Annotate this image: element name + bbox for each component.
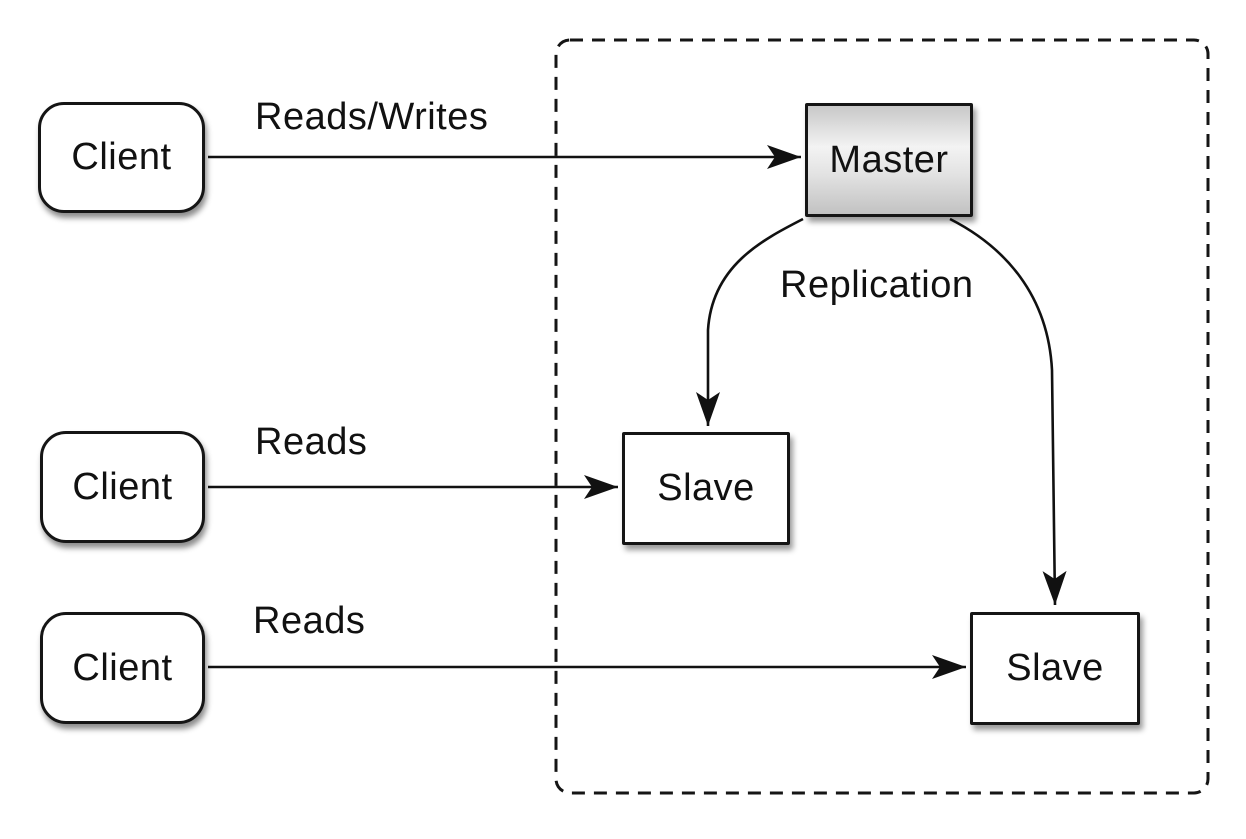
client-node-2-label: Client (72, 465, 173, 508)
slave-node-1: Slave (622, 432, 790, 545)
slave-node-1-label: Slave (657, 467, 755, 509)
edge-replication-to-slave2-arrow (949, 217, 1067, 606)
client-node-2: Client (40, 431, 205, 543)
slave-node-2: Slave (970, 612, 1140, 725)
edge-label-replication: Replication (780, 264, 974, 306)
master-node: Master (805, 103, 973, 217)
edge-replication-to-slave1-arrow (696, 217, 804, 426)
master-node-label: Master (829, 138, 949, 181)
client-node-3: Client (40, 612, 205, 724)
client-node-1-label: Client (71, 136, 172, 178)
edge-label-reads-top: Reads (255, 421, 368, 463)
replication-group-dashed-boundary (554, 38, 1210, 795)
slave-node-2-label: Slave (1006, 647, 1104, 689)
edge-label-reads-writes: Reads/Writes (255, 96, 489, 138)
edge-label-reads-bottom: Reads (253, 600, 366, 642)
client-node-1: Client (38, 102, 205, 213)
client-node-3-label: Client (72, 646, 173, 689)
